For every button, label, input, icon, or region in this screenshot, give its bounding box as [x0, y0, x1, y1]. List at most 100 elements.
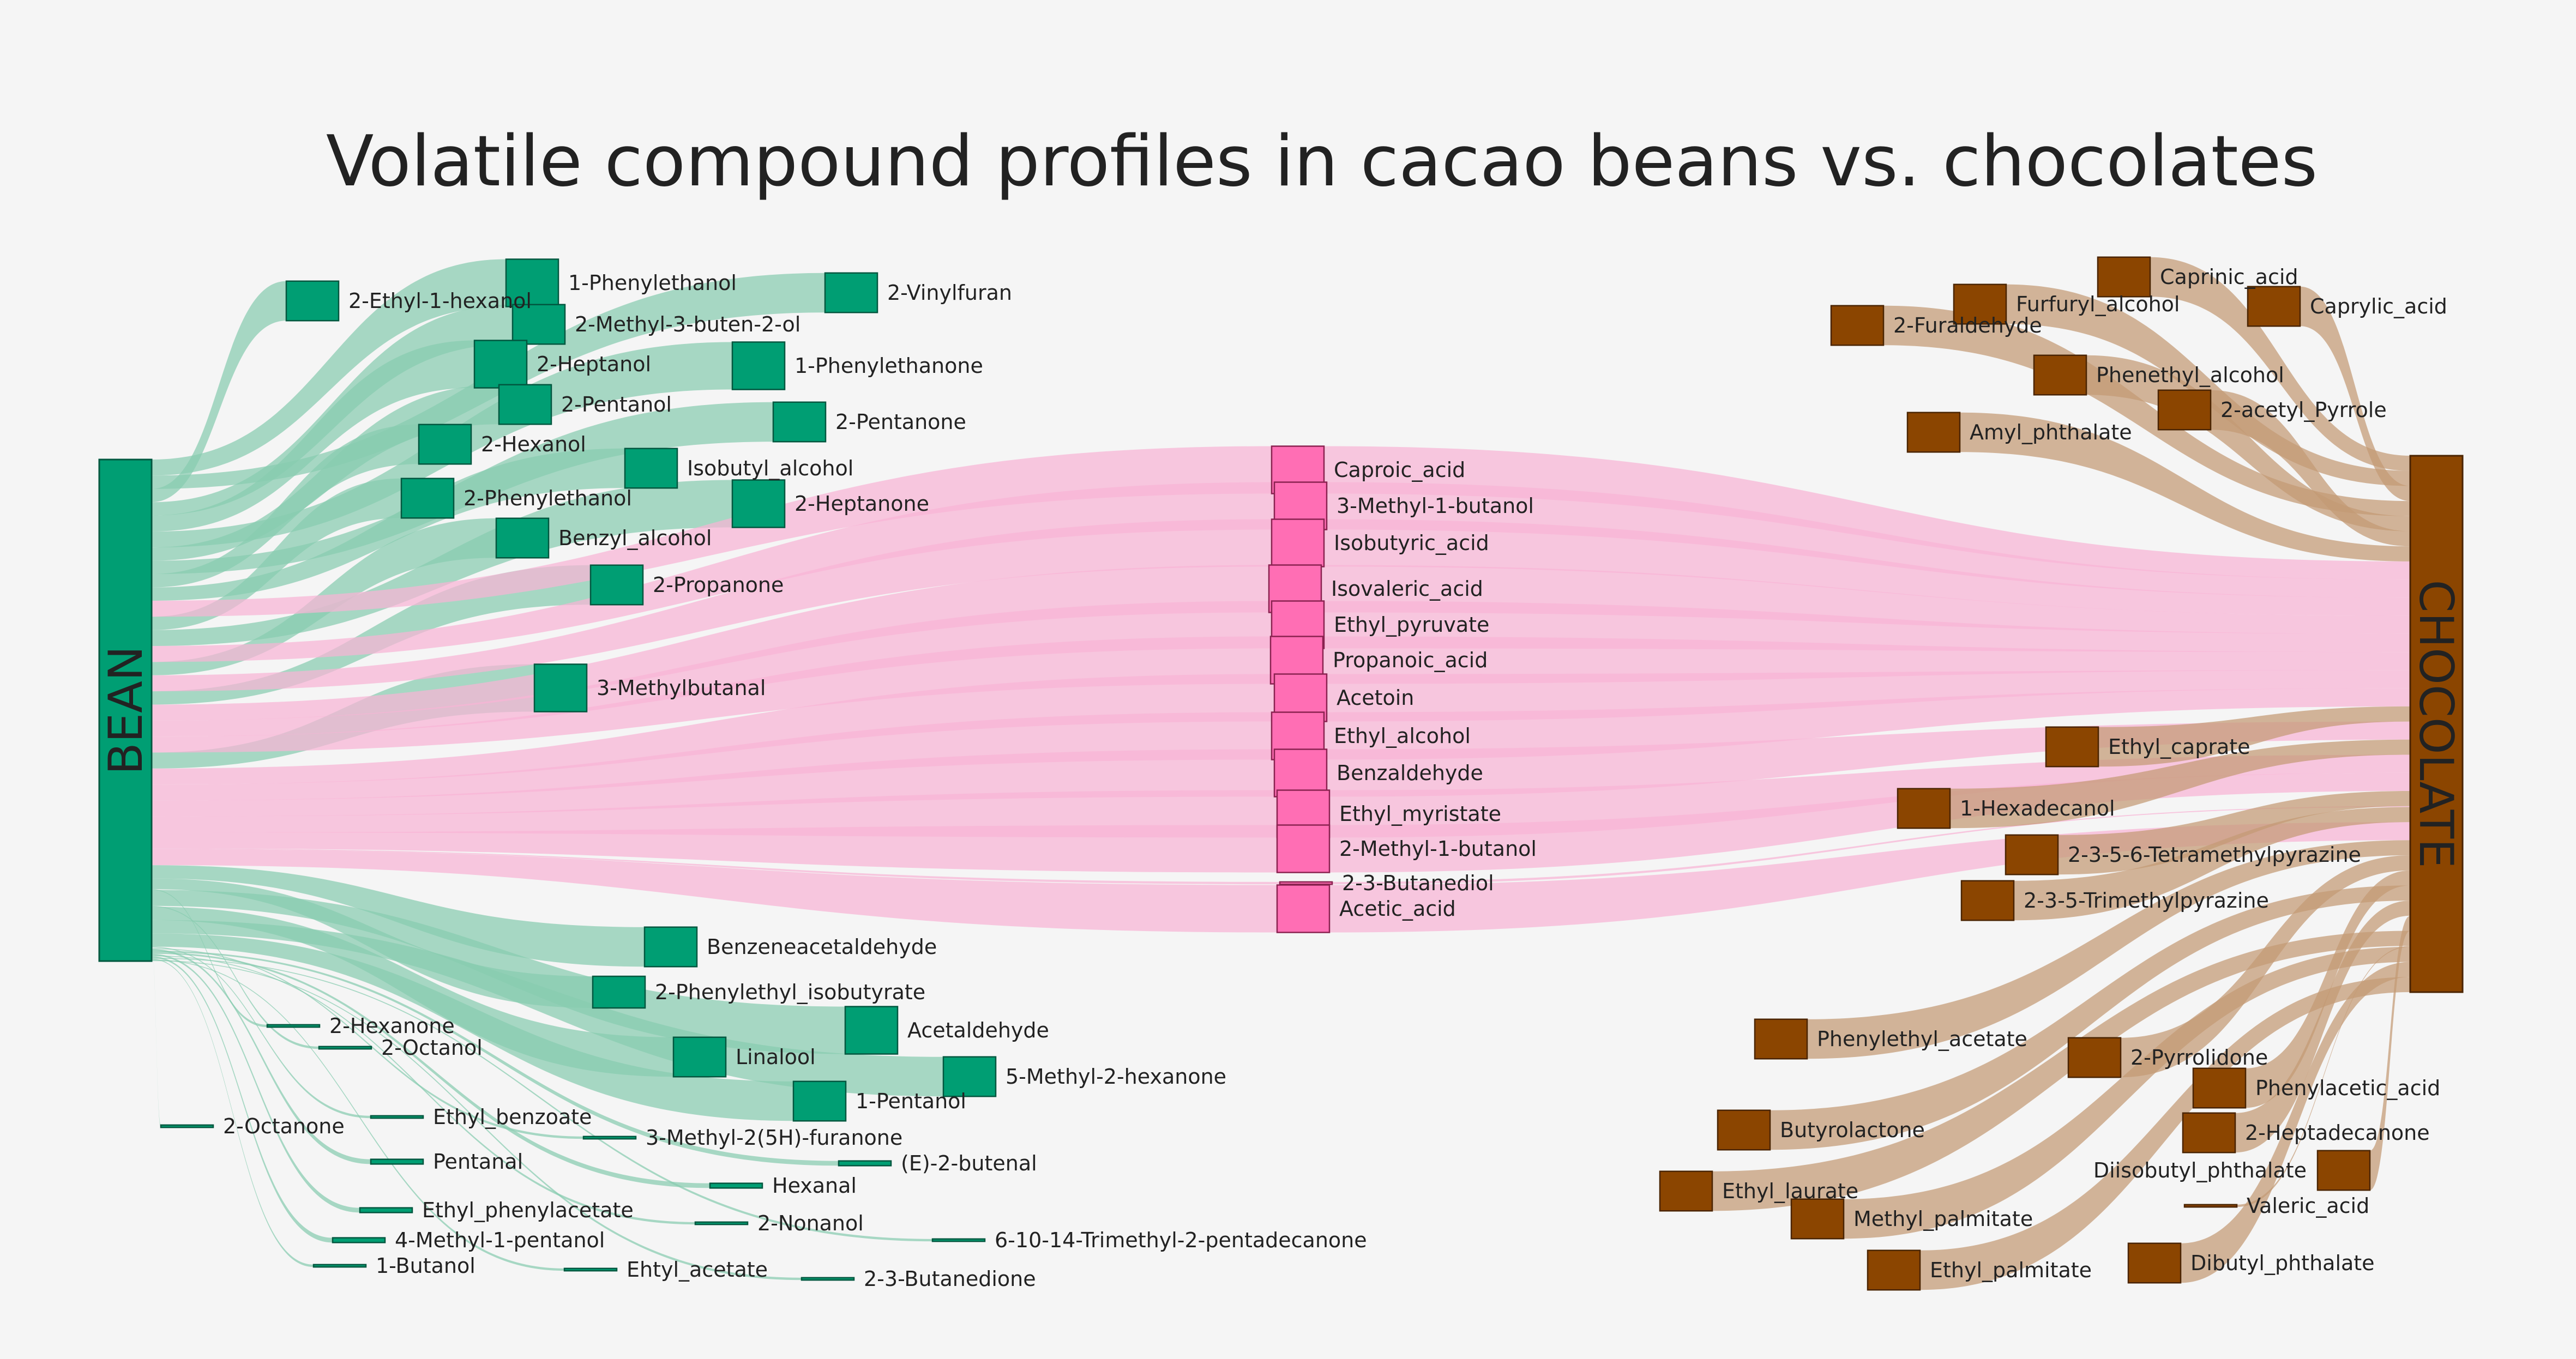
node-ethyl-palmitate[interactable] — [1867, 1249, 1921, 1291]
node-2-octanone[interactable] — [160, 1124, 214, 1128]
node-1-butanol[interactable] — [312, 1264, 367, 1268]
link-bean-6-10-14-trimethyl-2-pentadecanone — [152, 958, 932, 1242]
node-2-pentanol[interactable] — [498, 384, 552, 425]
node-benzyl-alcohol[interactable] — [495, 517, 550, 559]
node-label-pentanal: Pentanal — [433, 1150, 523, 1174]
node-label-2-pentanone: 2-Pentanone — [835, 410, 966, 434]
node-label-hexanal: Hexanal — [772, 1174, 857, 1198]
link-bean-2-hexanone — [152, 889, 267, 1028]
node-butyrolactone[interactable] — [1717, 1109, 1771, 1151]
node-bean[interactable] — [98, 458, 153, 962]
node-label-e-2-butenal: (E)-2-butenal — [901, 1151, 1037, 1175]
node-ethyl-laurate[interactable] — [1659, 1170, 1713, 1212]
node-2-vinylfuran[interactable] — [824, 272, 878, 313]
node-phenylethyl-acetate[interactable] — [1754, 1018, 1808, 1060]
node-furfuryl-alcohol[interactable] — [1953, 283, 2007, 325]
node-2-methyl-3-buten-2-ol[interactable] — [511, 304, 566, 345]
node-hexanal[interactable] — [709, 1182, 763, 1189]
node-amyl-phthalate[interactable] — [1906, 412, 1961, 453]
link-2-furaldehyde-chocolate — [1883, 305, 2410, 516]
node-caprinic-acid[interactable] — [2097, 256, 2151, 298]
node-2-heptanone[interactable] — [731, 479, 786, 528]
link-bean-2-heptanone — [152, 480, 732, 647]
node-benzaldehyde[interactable] — [1273, 748, 1328, 798]
node-2-phenylethanol[interactable] — [400, 478, 455, 519]
node-acetaldehyde[interactable] — [844, 1006, 899, 1055]
node-label-3-methyl-2-5h-furanone: 3-Methyl-2(5H)-furanone — [646, 1126, 902, 1150]
node-label-2-heptanol: 2-Heptanol — [537, 352, 651, 376]
link-bean-2-heptanol — [152, 340, 474, 531]
node-methyl-palmitate[interactable] — [1790, 1198, 1845, 1240]
node-2-ethyl-1-hexanol[interactable] — [285, 280, 340, 322]
node-label-2-furaldehyde: 2-Furaldehyde — [1893, 313, 2042, 337]
node-label-ethyl-caprate: Ethyl_caprate — [2108, 735, 2250, 759]
node-2-heptadecanone[interactable] — [2182, 1112, 2236, 1153]
node-isobutyric-acid[interactable] — [1271, 518, 1325, 567]
link-caprinic-acid-chocolate — [2150, 257, 2410, 471]
node-acetic-acid[interactable] — [1276, 884, 1331, 933]
link-bean-acetic-acid — [152, 849, 1277, 933]
node-label-benzyl-alcohol: Benzyl_alcohol — [558, 526, 712, 550]
node-3-methyl-2-5h-furanone[interactable] — [582, 1135, 637, 1140]
node-valeric-acid[interactable] — [2183, 1204, 2238, 1208]
node-2-hexanol[interactable] — [418, 424, 472, 465]
node-linalool[interactable] — [672, 1036, 727, 1078]
node-ethyl-phenylacetate[interactable] — [359, 1207, 413, 1213]
node-2-phenylethyl-isobutyrate[interactable] — [592, 975, 646, 1009]
node-phenylacetic-acid[interactable] — [2192, 1067, 2247, 1109]
node-label-benzeneacetaldehyde: Benzeneacetaldehyde — [707, 935, 937, 959]
node-label-2-heptadecanone: 2-Heptadecanone — [2245, 1121, 2430, 1145]
node-2-acetyl-pyrrole[interactable] — [2157, 389, 2212, 431]
node-label-4-methyl-1-pentanol: 4-Methyl-1-pentanol — [395, 1228, 605, 1252]
node-1-phenylethanone[interactable] — [731, 341, 786, 390]
node-2-pyrrolidone[interactable] — [2067, 1037, 2122, 1078]
node-phenethyl-alcohol[interactable] — [2033, 354, 2087, 396]
node-caprylic-acid[interactable] — [2247, 286, 2301, 327]
node-2-3-butanedione[interactable] — [801, 1277, 855, 1281]
node-ethyl-benzoate[interactable] — [370, 1115, 424, 1119]
node-1-pentanol[interactable] — [792, 1080, 847, 1122]
link-propanoic-acid-chocolate — [1323, 636, 2410, 684]
node-e-2-butenal[interactable] — [838, 1160, 892, 1167]
node-label-2-hexanone: 2-Hexanone — [329, 1014, 455, 1038]
node-2-3-butanediol[interactable] — [1279, 881, 1333, 885]
link-furfuryl-alcohol-chocolate — [2006, 284, 2410, 486]
node-label-acetoin: Acetoin — [1337, 686, 1414, 710]
node-1-phenylethanol[interactable] — [505, 258, 559, 307]
link-phenylethyl-acetate-chocolate — [1807, 840, 2410, 1059]
node-label-2-methyl-3-buten-2-ol: 2-Methyl-3-buten-2-ol — [575, 312, 801, 336]
node-label-2-3-butanediol: 2-3-Butanediol — [1342, 871, 1494, 895]
node-1-hexadecanol[interactable] — [1897, 788, 1951, 829]
node-benzeneacetaldehyde[interactable] — [643, 926, 698, 968]
node-label-chocolate: CHOCOLATE — [2409, 579, 2463, 868]
link-bean-propanoic-acid — [152, 636, 1271, 753]
node-2-octanol[interactable] — [318, 1046, 372, 1050]
node-dibutyl-phthalate[interactable] — [2127, 1242, 2182, 1284]
node-isobutyl-alcohol[interactable] — [624, 448, 678, 489]
node-2-furaldehyde[interactable] — [1830, 305, 1885, 346]
node-2-propanone[interactable] — [589, 564, 644, 606]
node-2-methyl-1-butanol[interactable] — [1276, 824, 1331, 873]
node-2-3-5-trimethylpyrazine[interactable] — [1960, 880, 2015, 921]
node-label-1-phenylethanol: 1-Phenylethanol — [568, 271, 737, 295]
node-6-10-14-trimethyl-2-pentadecanone[interactable] — [931, 1238, 986, 1242]
link-bean-pentanal — [152, 949, 371, 1164]
node-5-methyl-2-hexanone[interactable] — [942, 1056, 997, 1097]
node-chocolate[interactable] — [2409, 455, 2464, 993]
node-ehtyl-acetate[interactable] — [563, 1267, 618, 1272]
node-3-methylbutanal[interactable] — [533, 663, 588, 712]
node-pentanal[interactable] — [370, 1158, 424, 1165]
node-2-3-5-6-tetramethylpyrazine[interactable] — [2005, 834, 2059, 875]
node-2-pentanone[interactable] — [772, 401, 827, 443]
node-4-methyl-1-pentanol[interactable] — [332, 1237, 386, 1243]
link-bean-benzeneacetaldehyde — [152, 865, 645, 967]
node-2-heptanol[interactable] — [473, 340, 528, 389]
link-2-3-butanediol-chocolate — [1332, 806, 2410, 885]
node-label-diisobutyl-phthalate: Diisobutyl_phthalate — [2093, 1158, 2307, 1182]
node-2-nonanol[interactable] — [694, 1221, 749, 1225]
node-ethyl-caprate[interactable] — [2045, 726, 2099, 768]
node-diisobutyl-phthalate[interactable] — [2316, 1150, 2371, 1191]
node-2-hexanone[interactable] — [266, 1024, 321, 1028]
node-label-3-methyl-1-butanol: 3-Methyl-1-butanol — [1337, 494, 1534, 518]
link-bean-3-methyl-1-butanol — [152, 482, 1274, 662]
